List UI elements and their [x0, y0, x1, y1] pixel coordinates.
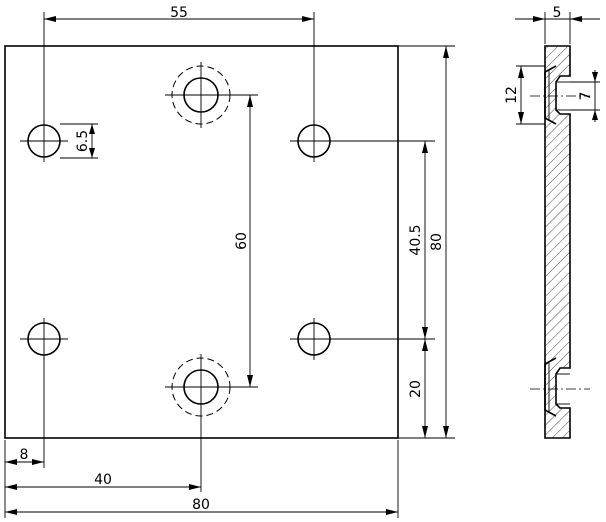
dim-text-40: 40	[94, 472, 112, 488]
side-counterbore-bottom	[530, 357, 590, 417]
dim-counterbore-diameter: 12	[504, 65, 545, 125]
dim-text-55: 55	[170, 5, 188, 21]
dim-text-7: 7	[578, 92, 594, 101]
dim-center-offset: 40	[5, 472, 201, 490]
dim-text-5: 5	[553, 5, 562, 21]
dim-text-8: 8	[20, 447, 29, 463]
side-section-hatch	[545, 46, 570, 438]
dim-hole-spacing-top: 55	[44, 5, 314, 22]
hole-top-left	[20, 120, 68, 162]
dim-counterbore-spacing: 60	[234, 95, 253, 387]
side-counterbore-top	[530, 65, 590, 125]
dim-text-20: 20	[408, 380, 424, 398]
counterbore-bottom	[165, 354, 237, 420]
dim-text-6-5: 6.5	[75, 130, 91, 152]
dim-plate-height: 80	[429, 46, 449, 438]
dim-left-offset: 8	[5, 447, 44, 465]
side-view: 5 12 7	[504, 5, 600, 439]
hole-bottom-left	[20, 318, 68, 360]
dim-text-80-horizontal: 80	[192, 497, 210, 513]
dim-plate-width: 80	[5, 497, 398, 515]
side-section-outline	[544, 45, 571, 439]
plate-outline	[4, 45, 399, 439]
dim-side-hole-diameter: 7	[570, 70, 600, 122]
dim-hole-spacing-vertical: 40.5 20	[408, 141, 428, 438]
extension-lines	[4, 12, 455, 518]
dim-text-40-5: 40.5	[408, 224, 424, 255]
counterbore-top	[165, 62, 237, 128]
dim-hole-diameter: 6.5	[75, 124, 95, 158]
dim-text-80-vertical: 80	[429, 233, 445, 251]
dim-text-12: 12	[504, 86, 520, 104]
front-view: 55 6.5 60 40.5 20	[4, 5, 455, 518]
dim-text-60: 60	[234, 232, 250, 250]
dim-thickness: 5	[515, 5, 600, 44]
